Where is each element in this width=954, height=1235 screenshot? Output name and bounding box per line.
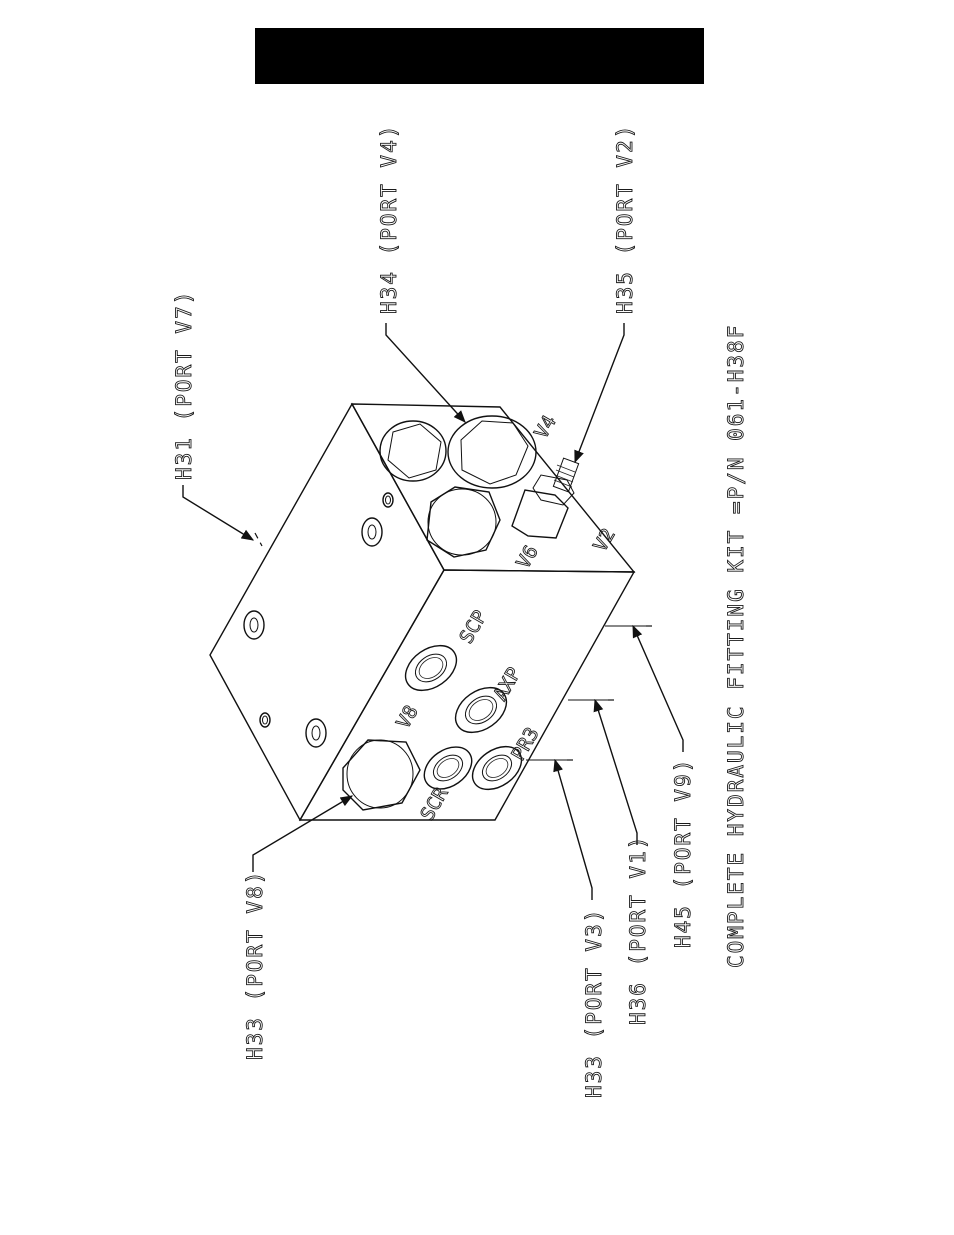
bolt-hole-3	[306, 719, 326, 747]
port-scp	[397, 636, 465, 699]
mark-scp: SCP	[455, 607, 491, 648]
callout-h34: H34 (PORT V4)	[377, 124, 401, 314]
port-scr	[416, 738, 479, 797]
bolt-hole-2	[244, 611, 264, 639]
callout-h33-v8: H33 (PORT V8)	[243, 870, 267, 1060]
fitting-v2	[512, 458, 579, 538]
mark-axp: AXP	[489, 664, 525, 705]
leader-h34	[386, 323, 465, 422]
mark-v2: V2	[589, 525, 619, 556]
small-plug-1	[383, 493, 393, 507]
leader-h36	[595, 700, 637, 845]
block-front-face	[300, 570, 634, 820]
mark-v8: V8	[392, 702, 422, 733]
mark-scr: SCR	[416, 783, 452, 824]
front-face-fittings	[343, 636, 529, 810]
leader-h31	[183, 485, 253, 540]
small-plug-2	[260, 713, 270, 727]
callout-h45: H45 (PORT V9)	[671, 758, 695, 948]
top-face-fittings	[244, 493, 393, 747]
callout-h36: H36 (PORT V1)	[626, 835, 650, 1025]
callout-h35: H35 (PORT V2)	[613, 124, 637, 314]
mark-v6: V6	[512, 542, 542, 573]
leader-h35	[575, 323, 624, 462]
leader-h45	[633, 626, 683, 752]
hex-plug-upper	[380, 421, 446, 481]
hex-plug-v6	[427, 487, 500, 557]
callout-h33-v3: H33 (PORT V3)	[582, 908, 606, 1098]
bolt-hole-1	[362, 518, 382, 546]
port-marks: V4 V6 V2 SCP AXP V8 PR3 SCR	[392, 412, 619, 825]
leader-h33-v8	[253, 796, 352, 872]
hex-plug-v4	[448, 416, 536, 488]
callout-labels: H31 (PORT V7) H34 (PORT V4) H35 (PORT V2…	[172, 124, 748, 1098]
hex-plug-v8	[343, 740, 420, 810]
callout-h31: H31 (PORT V7)	[172, 290, 196, 480]
manifold-block	[210, 404, 634, 820]
drawing-caption: COMPLETE HYDRAULIC FITTING KIT =P/N 061-…	[724, 324, 748, 968]
leader-h33-v3	[555, 760, 592, 900]
mark-pr3: PR3	[507, 724, 543, 765]
mark-v4: V4	[530, 412, 560, 443]
